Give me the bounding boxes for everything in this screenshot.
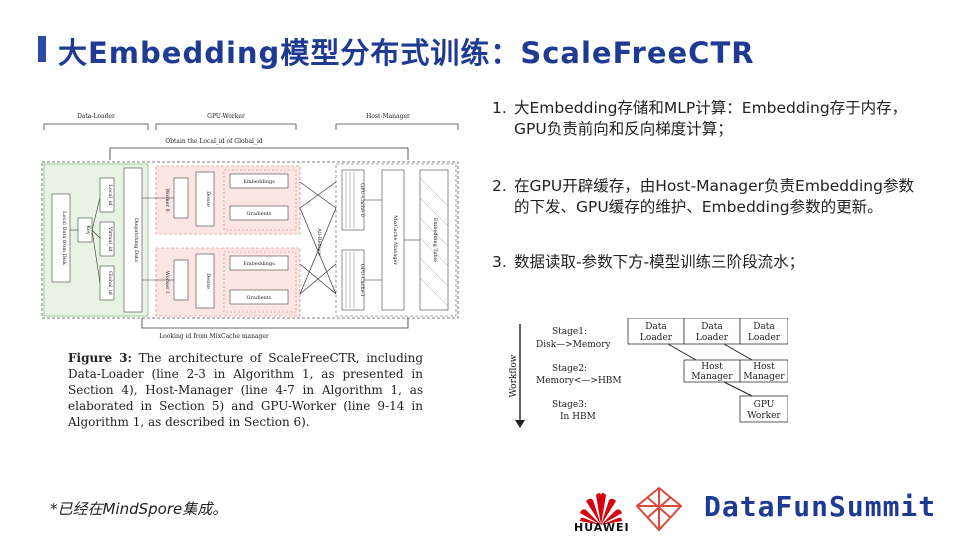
section-host-manager: Host-Manager (366, 113, 410, 120)
host-manager-region (335, 163, 457, 317)
dl-3-line2: Loader (748, 333, 781, 343)
dl-1-line2: Loader (640, 333, 673, 343)
id-global: Global_id (107, 271, 113, 295)
dl-2-line1: Data (701, 322, 723, 332)
dl-3-line1: Data (753, 322, 775, 332)
bullet-3-num: 3. (492, 253, 507, 271)
slide-title: 大Embedding模型分布式训练：ScaleFreeCTR (58, 36, 755, 70)
embeddings-label-0: Embeddings (243, 179, 275, 185)
dispatch-label: Dispatching Data (133, 218, 139, 262)
worker-0-group: Worker 0 Dense Embeddings Gradients (155, 165, 301, 235)
mixcache-label: MixCache Manager (392, 215, 398, 265)
dense-label-i: Dense (205, 273, 211, 289)
hm-2-line1: Host (753, 362, 775, 372)
dl-2-line2: Loader (696, 333, 729, 343)
gw-1-line2: Worker (747, 411, 781, 421)
bullet-2-num: 2. (492, 177, 507, 195)
section-data-loader: Data-Loader (77, 113, 115, 120)
worker-i-label: Worker I (164, 271, 170, 293)
dense-label-0: Dense (205, 191, 211, 207)
footnote: *已经在MindSpore集成。 (50, 500, 228, 518)
datafun-logo-icon (635, 486, 683, 532)
title-accent-bar (38, 36, 46, 62)
gpu-cache-i-label: GPU-Cache-I (359, 264, 365, 297)
gradients-label-0: Gradients (247, 211, 272, 217)
id-virtual: Virtual_id (107, 226, 113, 252)
dl-1-line1: Data (645, 322, 667, 332)
gpu-cache-0-label: GPU-Cache-0 (359, 183, 365, 217)
stage-2-name: Stage2: (552, 364, 587, 374)
key-label: Key (85, 225, 91, 235)
huawei-logo-text: HUAWEI (574, 521, 630, 534)
worker-i-group: Worker I Dense Embeddings Gradients (155, 247, 301, 317)
gradients-label-i: Gradients (247, 295, 272, 301)
stage-3-name: Stage3: (552, 400, 587, 410)
workflow-axis-label: Workflow (509, 354, 519, 397)
local-data-box (51, 193, 71, 283)
datafun-logo-text: DataFunSummit (704, 490, 937, 523)
worker-0-label: Worker 0 (164, 188, 170, 211)
system-frame (41, 161, 459, 319)
caption-label: Figure 3: (68, 351, 132, 365)
section-gpu-worker: GPU-Worker (207, 113, 245, 120)
huawei-logo-icon (580, 493, 622, 525)
bullet-3-text: 数据读取-参数下方-模型训练三阶段流水； (514, 253, 805, 271)
architecture-figure: Data-Loader GPU-Worker Host-Manager Obta… (41, 113, 459, 340)
stage-1-name: Stage1: (552, 327, 587, 337)
caption-text: The architecture of ScaleFreeCTR, includ… (68, 351, 423, 429)
bullet-1-text: 大Embedding存储和MLP计算：Embedding存于内存，GPU负责前向… (514, 99, 908, 138)
bullet-2-text: 在GPU开辟缓存，由Host-Manager负责Embedding参数的下发、G… (514, 177, 914, 216)
all-reduce-label: All-Reduce (316, 227, 322, 255)
stage-2-desc: Memory<—>HBM (536, 376, 622, 386)
figure-caption: Figure 3: The architecture of ScaleFreeC… (68, 350, 423, 430)
top-flow-label: Obtain the Local_id of Global_id (165, 138, 263, 145)
bullet-1-num: 1. (492, 99, 507, 117)
stage-3-desc: In HBM (560, 412, 596, 422)
embedding-table-label: Embedding Table (432, 218, 438, 262)
id-local: Local_id (107, 184, 113, 206)
stage-1-desc: Disk—>Memory (536, 340, 612, 350)
bottom-flow-label: Looking id from MixCache manager (159, 333, 269, 340)
gw-1-line1: GPU (754, 400, 775, 410)
local-data-label: Local Data from Disk (61, 211, 67, 266)
workflow-diagram: Workflow Stage1: Disk—>Memory Stage2: Me… (509, 318, 788, 428)
hm-1-line2: Manager (691, 372, 733, 382)
hm-2-line2: Manager (743, 372, 785, 382)
hm-1-line1: Host (701, 362, 723, 372)
embeddings-label-i: Embeddings (243, 261, 275, 267)
